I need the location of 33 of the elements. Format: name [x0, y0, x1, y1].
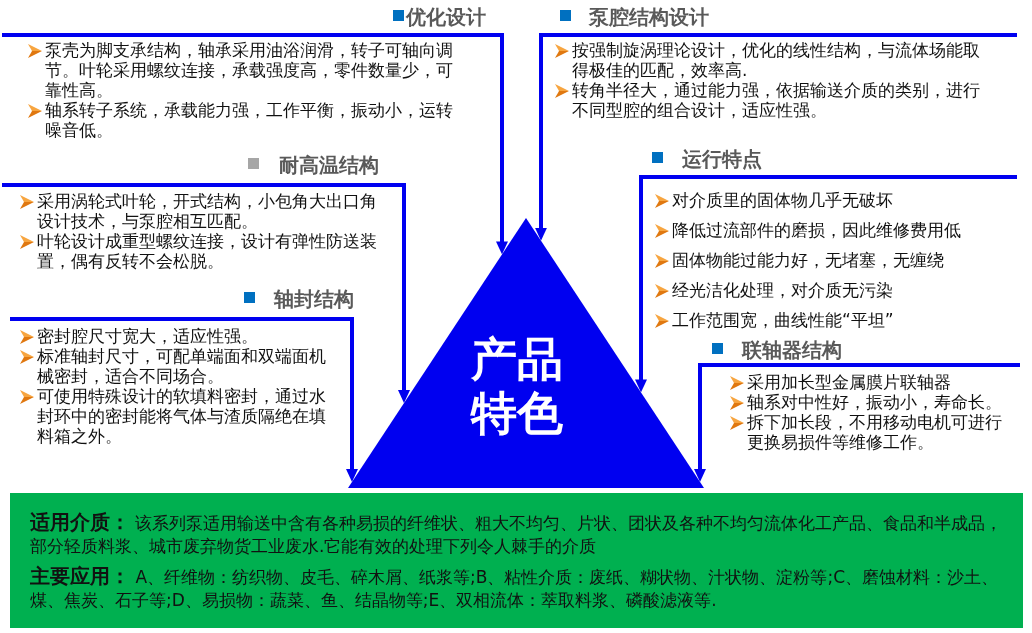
info-panel [10, 493, 1023, 628]
bullet-text: 可使用特殊设计的软填料密封，通过水封环中的密封能将气体与渣质隔绝在填料箱之外。 [37, 386, 327, 446]
bullet-text: 采用涡轮式叶轮，开式结构，小包角大出口角设计技术，与泵腔相互匹配。 [37, 191, 378, 231]
arrow [346, 449, 358, 482]
bullet-text: 固体物能过能力好，无堵塞，无缠绕 [672, 250, 945, 270]
bullet-text: 标准轴封尺寸，可配单端面和双端面机械密封，适合不同场合。 [37, 346, 327, 386]
arrow [694, 455, 706, 482]
bullet-text: 轴系对中性好，振动小，寿命长。 [747, 392, 1003, 412]
arrow [635, 338, 647, 393]
bullet-text: 泵壳为脚支承结构，轴承采用油浴润滑，转子可轴向调节。叶轮采用螺纹连接，承载强度高，零件数量少，可靠性高。 [45, 40, 454, 100]
arrow [496, 151, 508, 255]
info-paragraph: 主要应用： A、纤维物：纺织物、皮毛、碎木屑、纸浆等;B、粘性介质：废纸、糊状物、汁状物、淀粉等;C、磨蚀材料：沙土、煤、焦炭、石子等;D、易损物：蔬菜、鱼、结晶物等;E、双相流体：萃取料浆、磷酸滤液等. [30, 565, 1000, 612]
arrow [535, 130, 547, 241]
section-heading: 泵腔结构设计 [589, 5, 709, 29]
bullet-text: 降低过流部件的磨损，因此维修费用低 [672, 220, 962, 240]
triangle-label: 产品特色 [471, 332, 564, 440]
bullet-text: 按强制旋涡理论设计，优化的线性结构，与流体场能取得极佳的匹配，效率高. [572, 40, 981, 80]
bullet-text: 工作范围宽，曲线性能“平坦” [672, 310, 895, 330]
section-heading: 优化设计 [406, 5, 486, 29]
info-paragraph: 适用介质： 该系列泵适用输送中含有各种易损的纤维状、粗大不均匀、片状、团状及各种不均匀流体化工产品、食品和半成品，部分轻质料浆、城市废弃物货工业废水.它能有效的处理下列令人棘手的介质 [30, 511, 1004, 558]
section-heading: 耐高温结构 [279, 153, 379, 177]
bullet-text: 密封腔尺寸宽大，适应性强。 [37, 326, 259, 346]
section-heading: 运行特点 [682, 147, 762, 171]
section-heading: 轴封结构 [274, 287, 354, 311]
bullet-text: 转角半径大，通过能力强，依据输送介质的类别，进行不同型腔的组合设计，适应性强。 [572, 80, 981, 120]
arrow [398, 283, 410, 404]
bullet-text: 轴系转子系统，承载能力强，工作平衡，振动小，运转噪音低。 [45, 100, 454, 140]
section-heading: 联轴器结构 [742, 338, 842, 362]
bullet-text: 对介质里的固体物几乎无破坏 [672, 190, 894, 210]
bullet-text: 采用加长型金属膜片联轴器 [747, 372, 952, 392]
bullet-text: 经光洁化处理，对介质无污染 [672, 280, 894, 300]
bullet-text: 拆下加长段，不用移动电机可进行更换易损件等维修工作。 [747, 412, 1003, 452]
bullet-text: 叶轮设计成重型螺纹连接，设计有弹性防送装置，偶有反转不会松脱。 [37, 231, 378, 271]
